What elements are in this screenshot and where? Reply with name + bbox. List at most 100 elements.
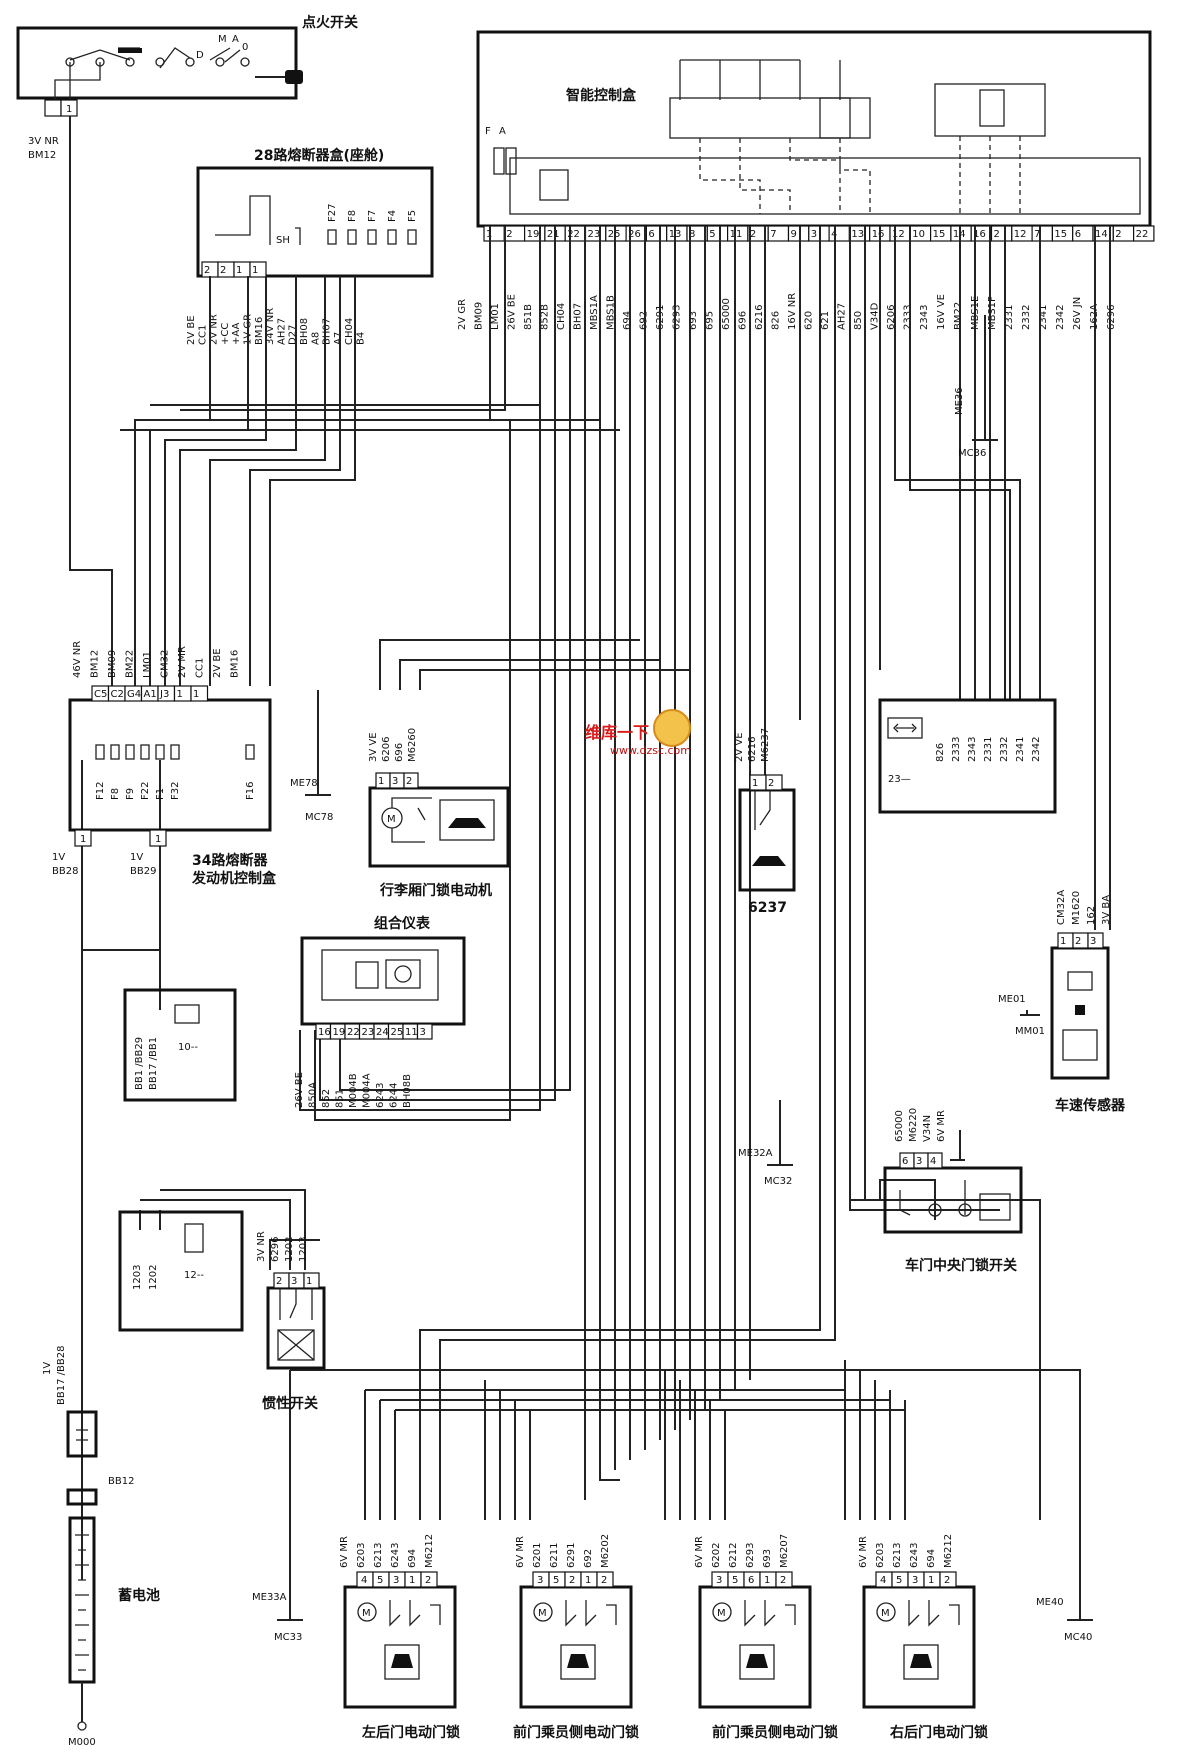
bb29-label: BB29 [130, 866, 156, 877]
smart-box-pin: 2 [1115, 229, 1121, 240]
ign-pos-0: 0 [242, 42, 248, 53]
smart-box-pin: 8 [689, 229, 695, 240]
smart-box-pin: 5 [709, 229, 715, 240]
door-lock-pin: 5 [896, 1575, 902, 1586]
block23-wire: 2332 [999, 737, 1010, 762]
fuse34-fuse [245, 744, 255, 760]
lock-right-rear-label: 右后门电动门锁 [889, 1724, 988, 1741]
smart-box-wire: 65000 [721, 298, 732, 330]
smart-box-wire: 620 [804, 311, 815, 330]
block23-wire: 2333 [951, 737, 962, 762]
smart-box-wire: AH27 [837, 303, 848, 330]
smart-box-pin: 10 [912, 229, 925, 240]
svg-text:1: 1 [155, 834, 161, 845]
block23-wire: 2342 [1031, 737, 1042, 762]
door-lock-pin-box [939, 1571, 957, 1588]
door-lock-wire: 692 [583, 1549, 594, 1568]
door-lock-pin: 3 [716, 1575, 722, 1586]
door-lock-pin: 1 [585, 1575, 591, 1586]
block10-wire: BB1 /BB29 [134, 1037, 145, 1090]
fuse28-wire: 2V NR [209, 314, 220, 345]
smart-box-wire: 6206 [886, 305, 897, 330]
door-lock-pin-box [420, 1571, 438, 1588]
gnd-me78: ME78 [290, 778, 318, 789]
door-lock-wire: 6V MR [515, 1536, 526, 1568]
c6237-wire: M6237 [760, 728, 771, 762]
smart-box-wire: 2343 [919, 305, 930, 330]
bb29-volt: 1V [130, 852, 143, 863]
inertia-pin: 3 [291, 1276, 297, 1287]
fuse28-fuse [407, 229, 417, 245]
door-lock-motor-letter: M [538, 1608, 547, 1619]
meter-wire: 850A [308, 1082, 319, 1108]
m000-label: M000 [68, 1737, 96, 1748]
door-lock-motor-letter: M [881, 1608, 890, 1619]
fuse28-wire: +CC [220, 323, 231, 345]
door-lock-wire: 6211 [549, 1543, 560, 1568]
door-lock-wire: 6202 [711, 1543, 722, 1568]
ign-pos-d: D [196, 50, 204, 61]
bb28-label: BB28 [52, 866, 78, 877]
fuse28-pin-box [249, 261, 267, 278]
door-lock-pin: 3 [537, 1575, 543, 1586]
trunk-pin: 1 [378, 776, 384, 787]
door-lock-pin: 2 [780, 1575, 786, 1586]
smart-box-wire: 2331 [1004, 305, 1015, 330]
speed-pin-box [1087, 932, 1104, 949]
fuse-box-28-label: 28路熔断器盒(座舱) [254, 147, 384, 164]
svg-text:1: 1 [80, 834, 86, 845]
block12-wire: 1203 [132, 1265, 143, 1290]
fuse34-pin: G4 [127, 689, 141, 700]
door-lock-pin: 1 [409, 1575, 415, 1586]
door-lock-switch [744, 1600, 796, 1627]
smart-box-pin: 26 [628, 229, 641, 240]
fuse28-fuse [347, 229, 357, 245]
ref-23: 23— [888, 774, 911, 785]
door-lock-wire: M6212 [424, 1534, 435, 1568]
smart-box-wire: 693 [688, 311, 699, 330]
fuse34-pin: 1 [193, 689, 199, 700]
fuse34-fuse-label: F32 [170, 782, 181, 800]
door-lock-car-shape [746, 1654, 768, 1668]
door-lock-wire: M6202 [600, 1534, 611, 1568]
speed-pin: 3 [1090, 936, 1096, 947]
fuse34-wire: CC1 [195, 658, 206, 678]
gnd-mc32: MC32 [764, 1176, 792, 1187]
central-pin-box [927, 1152, 943, 1169]
smart-box-pin: 6 [1075, 229, 1081, 240]
central-wire: M6220 [908, 1108, 919, 1142]
fuse34-wire: BM12 [90, 650, 101, 678]
smart-box-wire: BM22 [953, 302, 964, 330]
smart-box-wire: 695 [705, 311, 716, 330]
smart-box-pin: 2 [994, 229, 1000, 240]
door-lock-wire: 6V MR [339, 1536, 350, 1568]
door-lock-wire: M6207 [779, 1534, 790, 1568]
block23-wire: 826 [935, 743, 946, 762]
fuse34-fuse [155, 744, 165, 760]
fuse28-wire: +AA [231, 323, 242, 345]
meter-label: 组合仪表 [374, 915, 431, 932]
smart-box-pin: 19 [527, 229, 540, 240]
door-lock-car-icon [384, 1644, 420, 1680]
gnd-mc36: MC36 [958, 448, 986, 459]
fuse28-fuse-label: F4 [387, 210, 398, 222]
trunk-wire: 696 [394, 743, 405, 762]
bb12-label: BB12 [108, 1476, 134, 1487]
smart-box-pin: 22 [1136, 229, 1149, 240]
door-lock-wire: 6213 [373, 1543, 384, 1568]
door-lock-pin: 2 [944, 1575, 950, 1586]
gnd-mc33: MC33 [274, 1632, 302, 1643]
door-lock-pin: 6 [748, 1575, 754, 1586]
fuse34-pin: C5 [94, 689, 107, 700]
fuse34-wire: BM22 [125, 650, 136, 678]
smart-box-wire: 6293 [672, 305, 683, 330]
smart-box-pin: 7 [1034, 229, 1040, 240]
smart-box-pin: 15 [933, 229, 946, 240]
meter-wire: 6244 [389, 1083, 400, 1108]
meter-pin: 24 [376, 1027, 389, 1038]
